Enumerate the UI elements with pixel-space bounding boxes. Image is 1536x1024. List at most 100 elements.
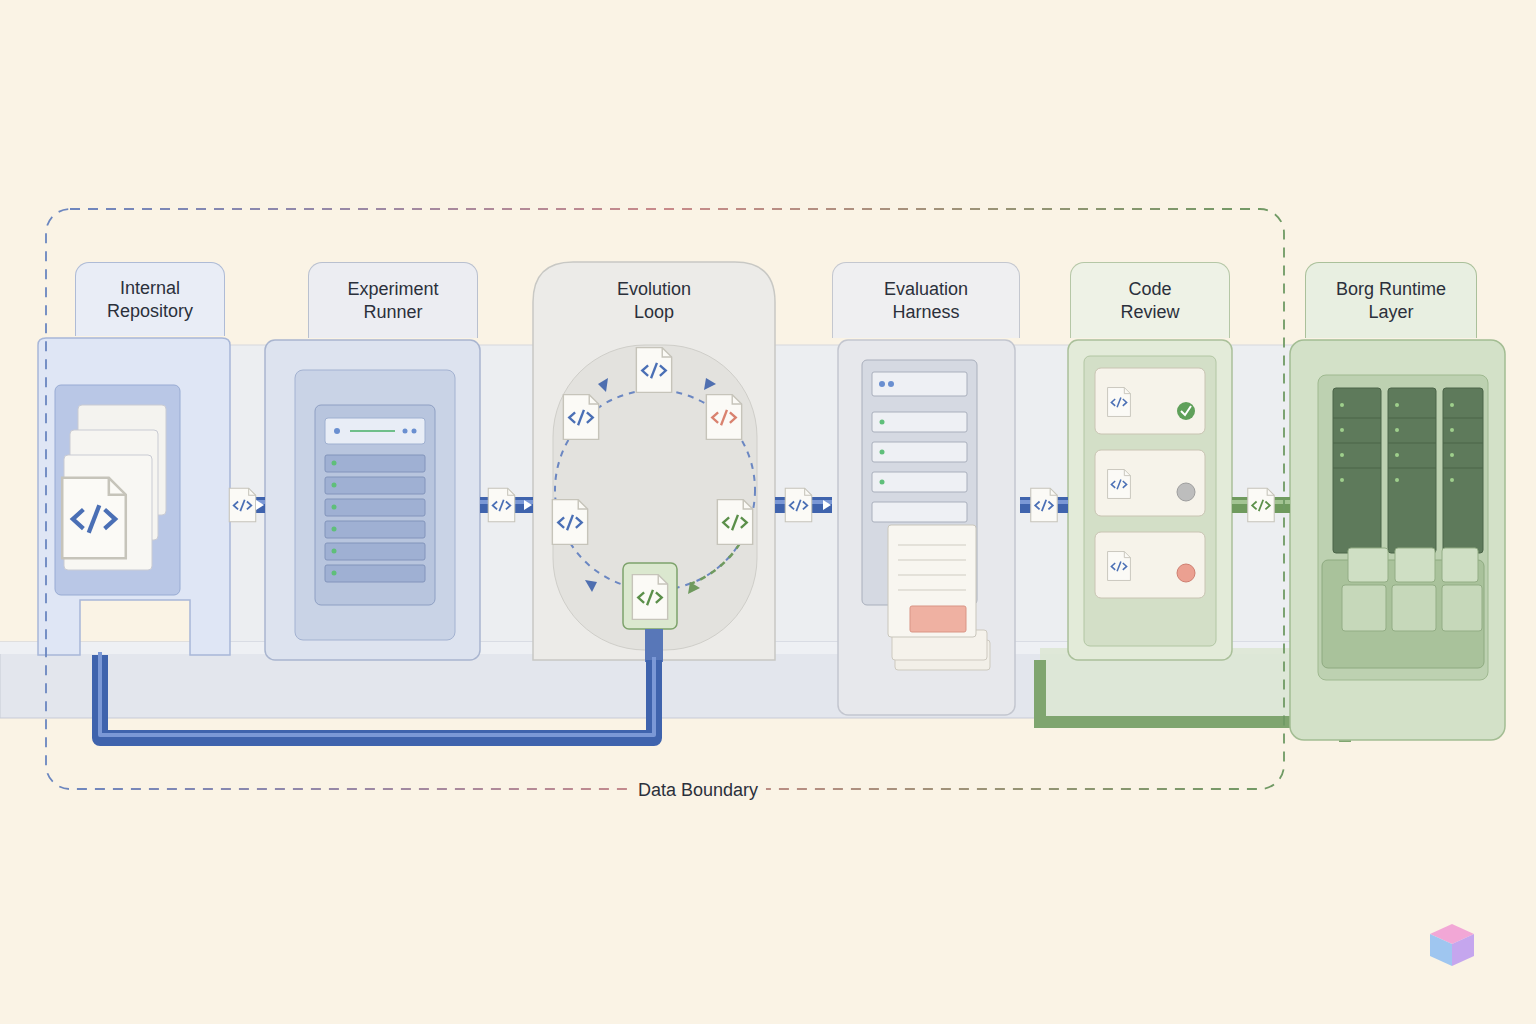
pipe-connector [100, 652, 654, 738]
illustration-part [1442, 548, 1478, 582]
illustration-part [872, 472, 967, 492]
illustration-part [552, 500, 587, 545]
illustration-part [555, 390, 755, 590]
illustration-part [1392, 585, 1436, 631]
illustration-part [412, 429, 417, 434]
illustration-part [1450, 428, 1454, 432]
illustration-part [295, 370, 455, 640]
illustration-part [1395, 548, 1435, 582]
harness-station: Evaluation Harness [832, 262, 1020, 715]
header-tab: Internal Repository [75, 262, 225, 336]
illustration-part [62, 478, 126, 558]
illustration-part [1177, 564, 1195, 582]
station-title: Evaluation Harness [866, 278, 986, 324]
illustration-part [1388, 443, 1436, 444]
pipe-connector [1020, 488, 1068, 522]
illustration-part [1333, 418, 1381, 419]
illustration-part [1108, 470, 1131, 499]
code-file-icon [229, 488, 255, 522]
illustration-part [1450, 403, 1454, 407]
pipe-connector [1232, 488, 1290, 522]
repository-station: Internal Repository [38, 262, 230, 655]
illustration-part [880, 450, 885, 455]
illustration-part [332, 505, 337, 510]
code-file-icon [1248, 488, 1274, 522]
loop-station: Evolution Loop [533, 262, 775, 660]
illustration-part [1443, 468, 1483, 469]
illustration-part [553, 345, 757, 650]
illustration-part [1348, 548, 1388, 582]
illustration-part [332, 527, 337, 532]
watermark-cube [1430, 924, 1474, 966]
illustration-part [1095, 532, 1205, 598]
illustration-part [1340, 403, 1344, 407]
station-title: Borg Runtime Layer [1329, 278, 1454, 324]
illustration-part [332, 483, 337, 488]
illustration-part [1443, 418, 1483, 419]
illustration-part [1333, 388, 1381, 553]
illustration-part [888, 525, 976, 637]
boundary-dashed-line [46, 209, 1284, 789]
illustration-part [325, 455, 425, 472]
pipe [100, 655, 654, 738]
illustration-part [1430, 934, 1452, 966]
header-tab: Evolution Loop [553, 262, 755, 338]
illustration-part [332, 549, 337, 554]
boundary-label: Data Boundary [630, 779, 766, 801]
illustration-part [706, 395, 741, 440]
station-title: Code Review [1100, 278, 1200, 324]
illustration-part [1181, 406, 1191, 415]
illustration-part [1388, 468, 1436, 469]
illustration-part [1452, 934, 1474, 966]
illustration-part [1340, 478, 1344, 482]
illustration-part [325, 418, 425, 444]
illustration-part [1340, 453, 1344, 457]
illustration-part [1388, 418, 1436, 419]
illustration-part [1395, 478, 1399, 482]
evaluation-server [838, 340, 1015, 715]
illustration-part [350, 430, 395, 432]
illustration-part [688, 582, 700, 594]
runner-server [265, 340, 480, 660]
illustration-part [325, 477, 425, 494]
illustration-part [598, 378, 608, 392]
illustration-part [38, 338, 230, 655]
illustration-part [325, 543, 425, 560]
illustration-part [1388, 388, 1436, 553]
illustration-part [898, 545, 966, 546]
illustration-part [898, 575, 966, 576]
illustration-part [1318, 375, 1488, 680]
illustration-part [1095, 450, 1205, 516]
pipe-connector [229, 488, 265, 522]
illustration-part [1395, 428, 1399, 432]
illustration-part [1333, 443, 1381, 444]
illustration-part [1290, 340, 1505, 740]
illustration-part [332, 571, 337, 576]
illustration-part [636, 348, 671, 393]
arrowhead [256, 500, 264, 510]
illustration-part [910, 606, 966, 632]
illustration-part [1108, 552, 1131, 581]
illustration-part [880, 480, 885, 485]
illustration-part [403, 429, 408, 434]
illustration-part [632, 575, 667, 620]
illustration-part [325, 499, 425, 516]
illustration-part [898, 590, 966, 591]
illustration-part [1333, 418, 1483, 468]
runner-station: Experiment Runner [265, 262, 480, 660]
evolution-loop-frame [533, 262, 775, 662]
illustration-part [879, 381, 885, 387]
illustration-part [704, 378, 716, 390]
illustration-part [334, 428, 340, 434]
illustration-part [1108, 388, 1131, 417]
illustration-part [872, 502, 967, 522]
data-boundary: Data BoundaryInternal RepositoryExperime… [45, 208, 1285, 790]
illustration-part [898, 560, 966, 561]
illustration-part [1443, 443, 1483, 444]
station-title: Experiment Runner [331, 278, 456, 324]
review-station: Code Review [1068, 262, 1232, 660]
illustration-part [265, 340, 480, 660]
pipe-highlight [100, 652, 654, 735]
illustration-part [1450, 453, 1454, 457]
